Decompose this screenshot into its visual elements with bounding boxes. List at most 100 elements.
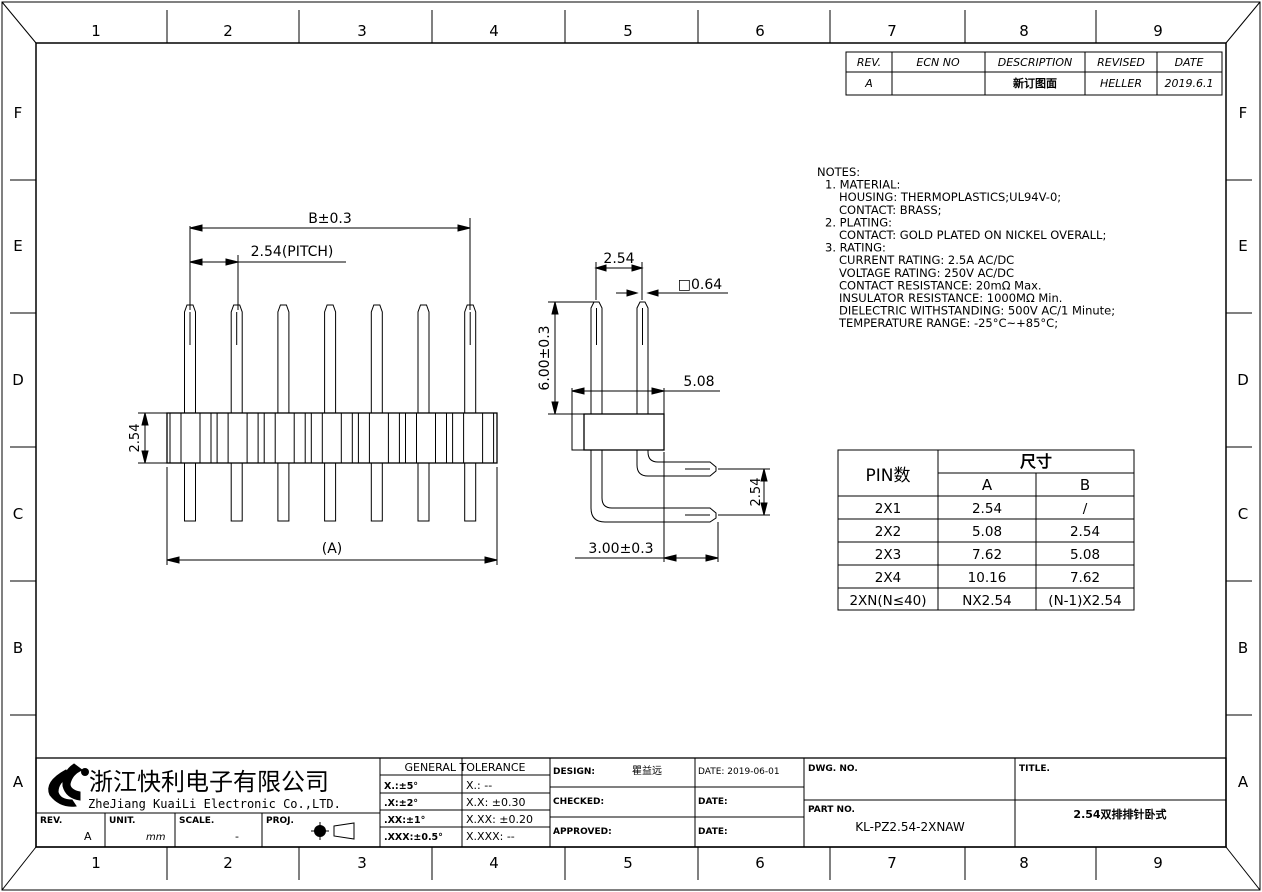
pin [370, 304, 383, 413]
row-label: B [1238, 639, 1248, 657]
date-design: DATE: 2019-06-01 [698, 767, 780, 777]
pin [324, 304, 337, 413]
row-label: A [1238, 773, 1249, 791]
col-size-header: 尺寸 [1020, 452, 1052, 471]
row-label: E [1238, 237, 1247, 255]
rev-header: REV. [857, 56, 881, 69]
dim-254b-label: 2.54 [749, 478, 764, 507]
note-line: CURRENT RATING: 2.5A AC/DC [839, 253, 1014, 267]
pin-tail [324, 462, 337, 522]
dwg-no-label: DWG. NO. [808, 764, 858, 774]
pin [230, 304, 243, 413]
pin-count-cell: 2XN(N≤40) [849, 593, 926, 609]
date-approved: DATE: [698, 827, 728, 837]
row-label: D [12, 371, 24, 389]
column-label: 5 [623, 854, 633, 872]
pin [277, 304, 290, 413]
b-value-cell: / [1083, 501, 1088, 517]
unit-label: UNIT. [109, 816, 135, 826]
rev-value: A [864, 77, 873, 90]
proj-label: PROJ. [266, 816, 294, 826]
row-label: A [13, 773, 24, 791]
row-label: E [13, 237, 22, 255]
housing-segment [310, 412, 353, 464]
pin-tail [230, 462, 243, 522]
arrow [484, 556, 498, 564]
ecn-header: ECN NO [916, 56, 960, 69]
housing-segment [169, 412, 212, 464]
column-label: 8 [1019, 22, 1029, 40]
housing-segment [216, 412, 259, 464]
approved-label: APPROVED: [553, 827, 612, 837]
revised-value: HELLER [1100, 77, 1142, 90]
tolerance-angle: .XXX:±0.5° [384, 832, 443, 843]
tolerance-title: GENERAL TOLERANCE [404, 761, 525, 774]
b-value-cell: (N-1)X2.54 [1048, 593, 1121, 609]
tolerance-linear: X.XX: ±0.20 [466, 813, 533, 826]
column-label: 5 [623, 22, 633, 40]
arrow [225, 258, 239, 266]
tolerance-linear: X.X: ±0.30 [466, 796, 525, 809]
part-no-label: PART NO. [808, 805, 855, 815]
company-name-cn: 浙江快利电子有限公司 [89, 768, 329, 796]
column-label: 7 [887, 22, 897, 40]
note-line: CONTACT: GOLD PLATED ON NICKEL OVERALL; [839, 228, 1106, 242]
note-line: VOLTAGE RATING: 250V AC/DC [839, 266, 1014, 280]
pin-count-cell: 2X3 [875, 547, 901, 563]
column-label: 4 [489, 22, 499, 40]
arrow [141, 412, 149, 426]
pin-tail [184, 462, 196, 522]
tolerance-angle: .X:±2° [384, 798, 418, 809]
col-b-header: B [1080, 476, 1090, 494]
a-value-cell: 10.16 [968, 570, 1007, 586]
arrow [457, 224, 471, 232]
arrow [189, 258, 203, 266]
note-line: DIELECTRIC WITHSTANDING: 500V AC/1 Minut… [839, 304, 1115, 318]
tolerance-angle: X.:±5° [384, 781, 418, 792]
a-value-cell: 7.62 [972, 547, 1002, 563]
column-label: 1 [91, 854, 101, 872]
column-label: 3 [357, 22, 367, 40]
dim-sq-label: □0.64 [678, 277, 722, 293]
dim-height-label: 6.00±0.3 [537, 325, 553, 390]
date-header: DATE [1175, 56, 1204, 69]
pin-count-cell: 2X1 [875, 501, 901, 517]
housing-segment [452, 412, 495, 464]
design-label: DESIGN: [553, 767, 595, 777]
title-value: 2.54双排排针卧式 [1073, 807, 1166, 821]
note-line: 3. RATING: [825, 241, 886, 255]
company-logo [48, 763, 89, 807]
company-name-en: ZheJiang KuaiLi Electronic Co.,LTD. [88, 797, 341, 811]
a-value-cell: 2.54 [972, 501, 1002, 517]
tolerance-linear: X.: -- [466, 779, 492, 792]
note-line: CONTACT RESISTANCE: 20mΩ Max. [839, 278, 1042, 292]
title-label: TITLE. [1019, 764, 1050, 774]
column-label: 4 [489, 854, 499, 872]
dim-side-254: 2.54 [603, 251, 634, 267]
column-label: 9 [1153, 854, 1163, 872]
pin-tail [277, 462, 290, 522]
column-label: 2 [223, 22, 233, 40]
bent-pin-lower [590, 450, 717, 523]
checked-label: CHECKED: [553, 797, 604, 807]
b-value-cell: 7.62 [1070, 570, 1100, 586]
column-label: 6 [755, 22, 765, 40]
revision-table: REV. ECN NO DESCRIPTION REVISED DATE A 新… [845, 51, 1223, 96]
projection-symbol-icon [311, 822, 355, 840]
column-label: 6 [755, 854, 765, 872]
row-label: C [13, 505, 23, 523]
pin-tail [464, 462, 477, 522]
column-label: 1 [91, 22, 101, 40]
a-value-cell: NX2.54 [962, 593, 1011, 609]
corner-mark [1225, 846, 1261, 891]
arrow [141, 450, 149, 464]
rev-value: A [84, 830, 92, 843]
corner-mark [1225, 1, 1261, 44]
description-header: DESCRIPTION [998, 56, 1072, 69]
front-view: B±0.3 2.54(PITCH) (A) 2.54 [128, 211, 498, 565]
date-checked: DATE: [698, 797, 728, 807]
part-no-value: KL-PZ2.54-2XNAW [855, 820, 965, 834]
